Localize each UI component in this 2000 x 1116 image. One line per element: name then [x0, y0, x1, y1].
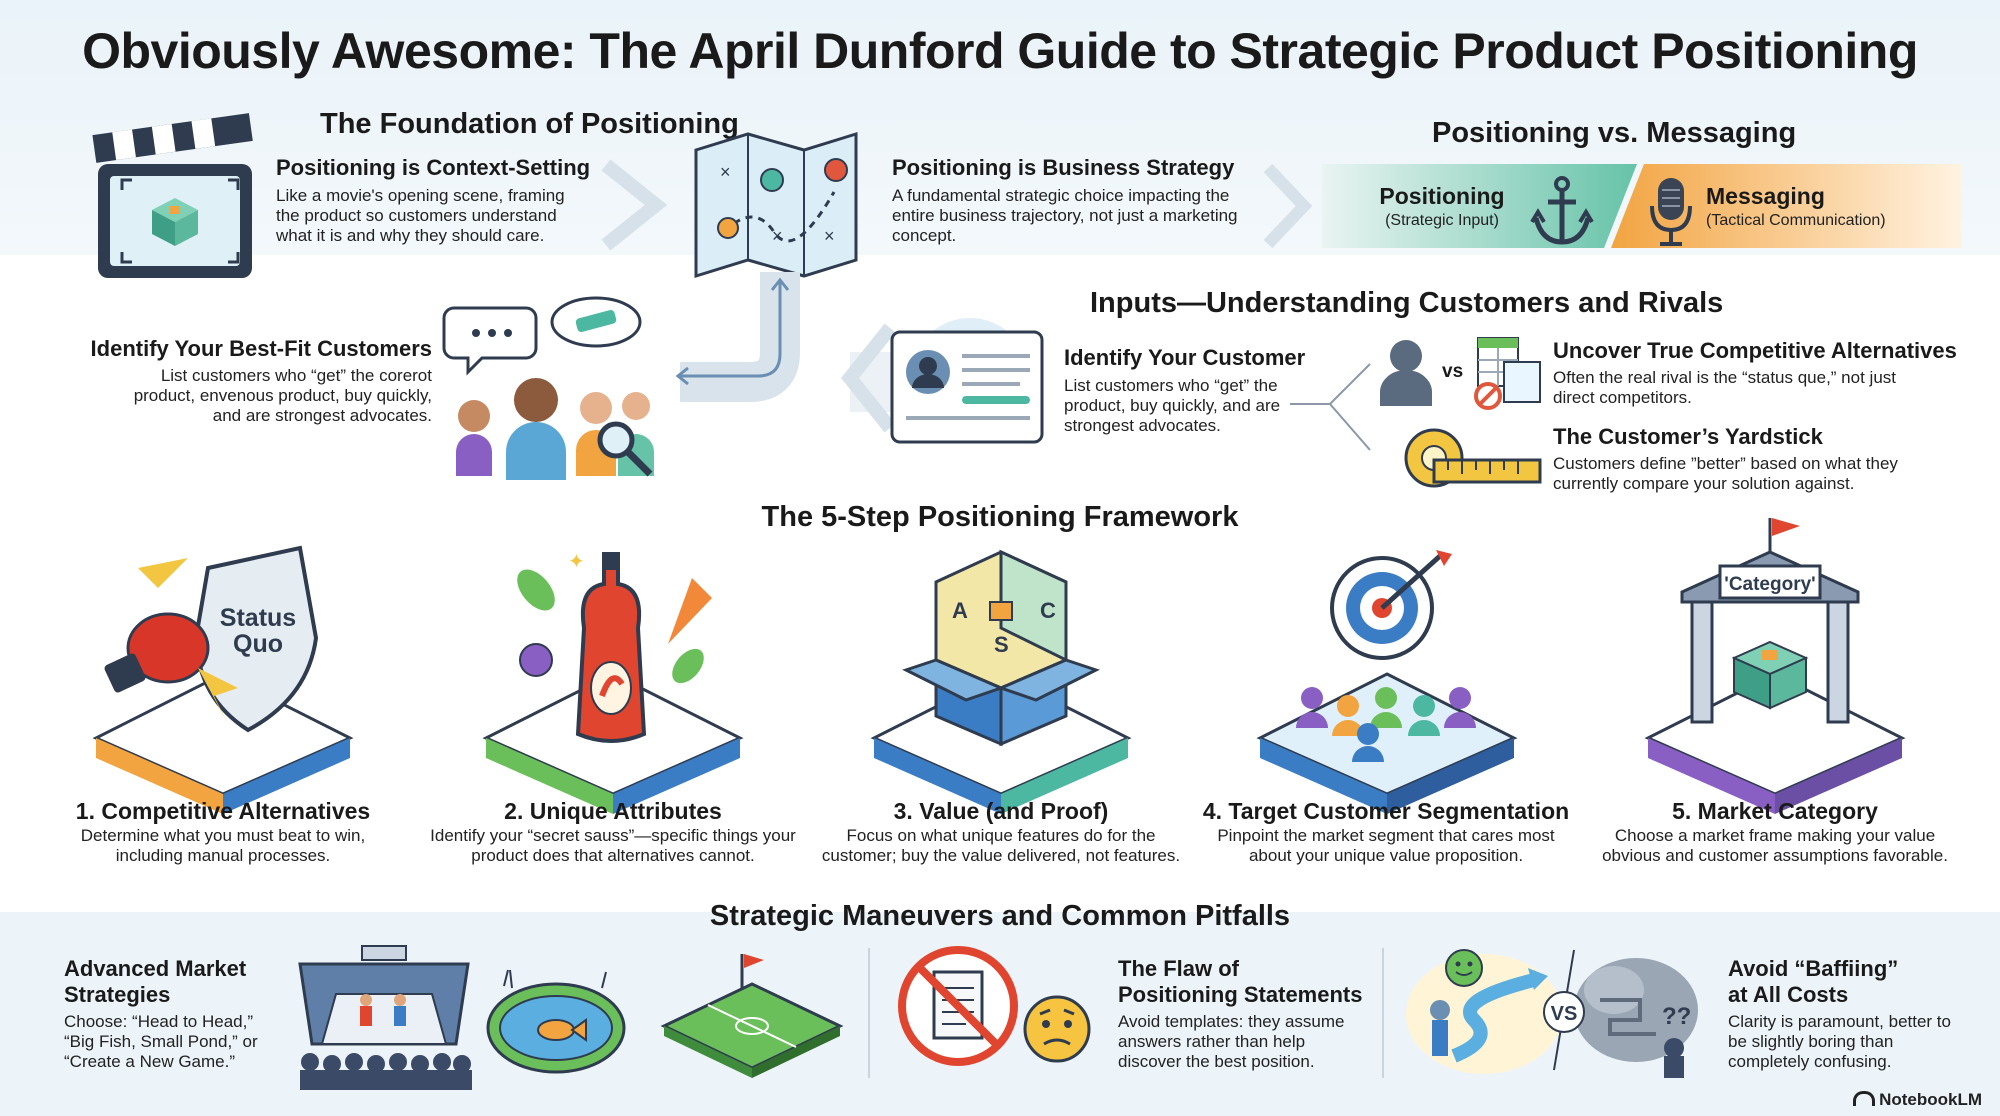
spreadsheet-alternative-icon: [1474, 337, 1541, 410]
step3-title: 3. Value (and Proof): [893, 798, 1109, 824]
shield-text-line2: Quo: [233, 630, 283, 658]
notebooklm-logo-icon: [1853, 1091, 1876, 1106]
advanced-strategies-title-line1: Advanced Market: [64, 956, 247, 981]
step1-desc: Determine what you must beat to win, inc…: [80, 826, 366, 865]
customer-yardstick-title: The Customer’s Yardstick: [1553, 424, 1823, 449]
step3-desc: Focus on what unique features do for the…: [821, 826, 1181, 865]
flaw-statements-desc: Avoid templates: they assume answers rat…: [1118, 1012, 1345, 1071]
step4-title: 4. Target Customer Segmentation: [1202, 798, 1570, 824]
svg-text:×: ×: [824, 226, 835, 246]
avoid-baffling-title-line2: at All Costs: [1728, 982, 1849, 1007]
best-fit-title: Identify Your Best-Fit Customers: [90, 336, 432, 361]
confusion-question-marks: ??: [1662, 1003, 1691, 1030]
no-template-icon: [898, 946, 1018, 1066]
branch-connector: [1290, 363, 1371, 451]
step1-illustration: Status Quo: [92, 545, 354, 814]
svg-text:×: ×: [720, 162, 731, 182]
svg-text:×: ×: [772, 226, 783, 246]
foundation-section-title: The Foundation of Positioning: [320, 108, 739, 140]
game-field-icon: [660, 954, 844, 1078]
inputs-vs-label: vs: [1442, 361, 1464, 382]
customer-group-icon: [442, 296, 654, 480]
customer-profile-card-icon: [890, 330, 1044, 444]
microphone-icon: [1650, 178, 1692, 246]
box-letter-s: S: [994, 632, 1009, 657]
box-letter-a: A: [952, 598, 968, 623]
measuring-tape-icon: [1404, 428, 1542, 488]
page-title: Obviously Awesome: The April Dunford Gui…: [82, 23, 1918, 79]
clarity-vs-label: VS: [1551, 1003, 1578, 1025]
section-divider: [1382, 948, 1384, 1078]
clarity-vs-confusion-icon: VS ??: [1406, 949, 1698, 1078]
clapperboard-icon: [92, 113, 253, 278]
business-strategy-desc: A fundamental strategic choice impacting…: [892, 186, 1238, 245]
svg-text:✦: ✦: [568, 551, 585, 573]
confused-face-icon: [1023, 995, 1091, 1063]
framework-section-title: The 5-Step Positioning Framework: [761, 501, 1239, 533]
best-fit-desc: List customers who “get” the corerot pro…: [133, 366, 432, 425]
brand-label: NotebookLM: [1879, 1090, 1982, 1109]
competitive-alternatives-desc: Often the real rival is the “status que,…: [1553, 368, 1896, 407]
notebooklm-brand: NotebookLM: [1853, 1090, 1982, 1110]
pvm-section-title: Positioning vs. Messaging: [1432, 117, 1797, 149]
section-divider: [868, 948, 870, 1078]
box-letter-c: C: [1040, 598, 1056, 623]
rival-person-icon: [1380, 340, 1432, 406]
step5-title: 5. Market Category: [1672, 798, 1878, 824]
boxing-arena-icon: [298, 945, 472, 1090]
context-setting-title: Positioning is Context-Setting: [276, 155, 591, 180]
identify-customer-title: Identify Your Customer: [1064, 345, 1306, 370]
avoid-baffling-title-line1: Avoid “Baffiing”: [1728, 956, 1899, 981]
customer-yardstick-desc: Customers define ”better” based on what …: [1553, 454, 1898, 493]
step4-illustration: [1256, 550, 1518, 814]
positioning-label: Positioning: [1379, 183, 1505, 209]
messaging-sub: (Tactical Communication): [1706, 212, 1886, 229]
chevron-right-icon: [601, 159, 668, 251]
step5-illustration: 'Category': [1644, 518, 1906, 814]
step5-desc: Choose a market frame making your value …: [1602, 826, 1948, 865]
step2-desc: Identify your “secret sauss”—specific th…: [430, 826, 796, 865]
messaging-label: Messaging: [1706, 183, 1825, 209]
step4-desc: Pinpoint the market segment that cares m…: [1217, 826, 1555, 865]
positioning-sub: (Strategic Input): [1385, 212, 1499, 229]
step2-illustration: ✦: [482, 551, 744, 814]
fish-pond-icon: [486, 969, 626, 1074]
flaw-statements-title-line2: Positioning Statements: [1118, 982, 1363, 1007]
competitive-alternatives-title: Uncover True Competitive Alternatives: [1553, 338, 1957, 363]
category-sign-text: 'Category': [1724, 574, 1815, 595]
advanced-strategies-desc: Choose: “Head to Head,” “Big Fish, Small…: [64, 1012, 258, 1071]
step1-title: 1. Competitive Alternatives: [75, 798, 371, 824]
flaw-statements-title-line1: The Flaw of: [1118, 956, 1239, 981]
anchor-icon: [1530, 176, 1594, 245]
shield-text-line1: Status: [220, 604, 296, 632]
step3-illustration: A C S: [870, 549, 1132, 814]
inputs-section-title: Inputs—Understanding Customers and Rival…: [1090, 287, 1724, 319]
step2-title: 2. Unique Attributes: [504, 798, 722, 824]
advanced-strategies-title-line2: Strategies: [64, 982, 171, 1007]
context-setting-desc: Like a movie's opening scene, framing th…: [276, 186, 565, 245]
avoid-baffling-desc: Clarity is paramount, better to be sligh…: [1728, 1012, 1951, 1071]
identify-customer-desc: List customers who “get” the product, bu…: [1064, 376, 1281, 435]
map-icon: × × ×: [694, 131, 858, 279]
maneuvers-section-title: Strategic Maneuvers and Common Pitfalls: [709, 900, 1291, 932]
pvm-banner: [1263, 163, 1962, 249]
business-strategy-title: Positioning is Business Strategy: [892, 155, 1235, 180]
